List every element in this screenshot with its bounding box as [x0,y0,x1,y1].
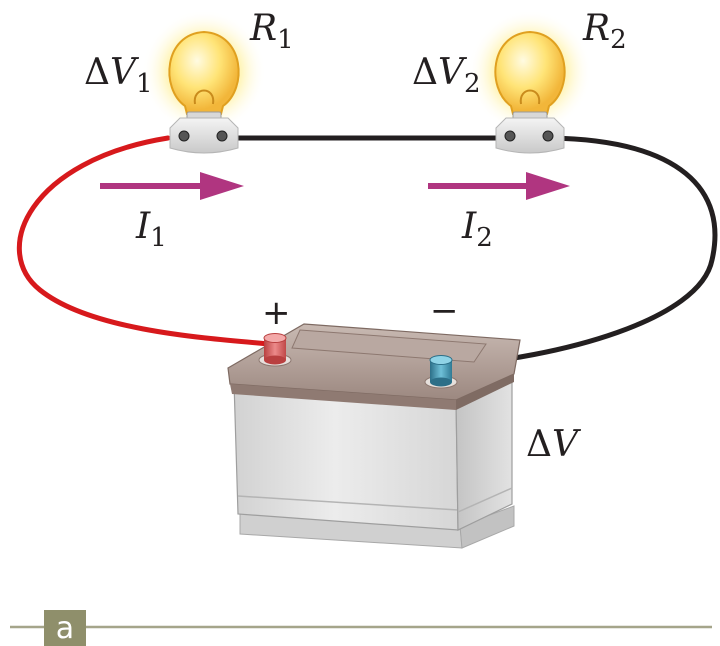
bulb-r1-left-terminal [178,130,190,142]
current-arrow-i1 [100,172,244,200]
label-i2: I2 [461,206,493,253]
label-delta-v1: ΔV1 [84,52,153,99]
bulb-r2-left-terminal [504,130,516,142]
bulb-r2 [468,10,592,154]
label-delta-v: ΔV [526,424,582,465]
label-i1: I1 [135,206,167,253]
panel-letter: a [56,611,74,646]
bulb-r2-right-terminal [542,130,554,142]
negative-wire [443,135,718,369]
battery [227,323,521,549]
bulb-r1 [142,10,266,154]
positive-terminal [258,333,292,367]
label-plus: + [262,293,291,333]
label-r2: R2 [582,8,627,55]
label-r1: R1 [249,8,294,55]
current-arrow-i2 [428,172,570,200]
panel-badge [44,610,86,646]
label-minus: − [430,291,459,331]
negative-terminal [424,355,458,389]
bulb-r1-right-terminal [216,130,228,142]
positive-wire [16,135,273,347]
label-delta-v2: ΔV2 [412,52,481,99]
